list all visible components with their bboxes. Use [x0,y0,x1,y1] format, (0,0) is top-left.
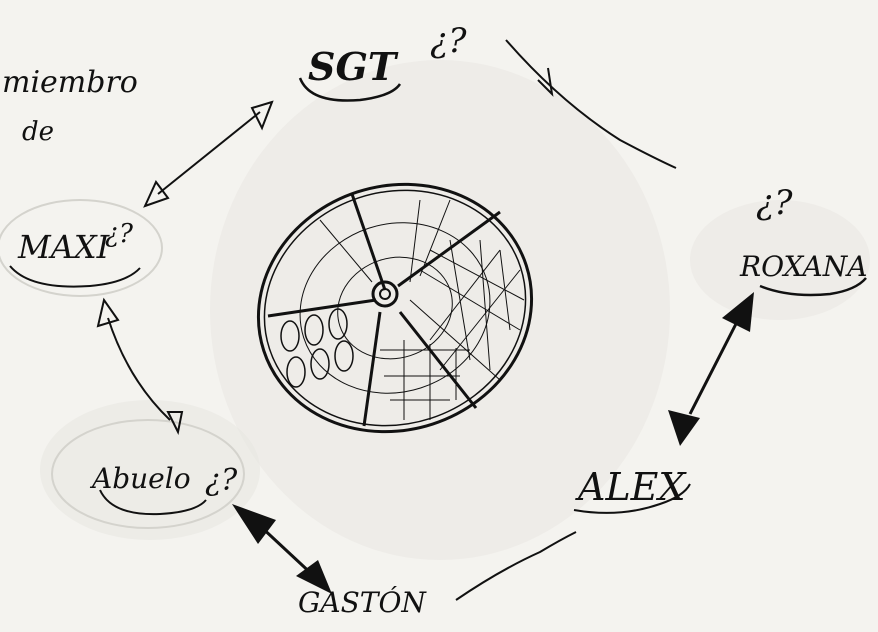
node-alex-label: ALEX [575,465,687,509]
node-abuelo-mark: ¿? [205,463,238,498]
arrowhead-outline-icon [98,300,118,326]
note-line-2: de [22,117,54,147]
node-maxi: MAXI ¿? [0,200,162,296]
node-maxi-label: MAXI [17,228,111,266]
node-roxana-label: ROXANA [739,250,867,283]
note-miembro-de: miembro de [2,65,138,147]
node-sgt-mark: ¿? [430,21,467,61]
connector-roxana-alex [668,292,754,446]
node-roxana-mark: ¿? [756,183,793,223]
node-abuelo-label: Abuelo [89,462,191,495]
node-gaston: GASTÓN [298,585,427,619]
arrowhead-solid-icon [668,410,700,446]
arrowhead-outline-icon [252,102,272,128]
node-maxi-mark: ¿? [105,219,134,249]
arrowhead-solid-icon [232,504,276,544]
node-maxi-underline [10,266,140,287]
note-line-1: miembro [2,65,138,100]
node-gaston-label: GASTÓN [298,585,427,619]
node-sgt-label: SGT [308,44,399,89]
arrowhead-outline-icon [145,182,168,206]
node-alex: ALEX [574,465,690,513]
